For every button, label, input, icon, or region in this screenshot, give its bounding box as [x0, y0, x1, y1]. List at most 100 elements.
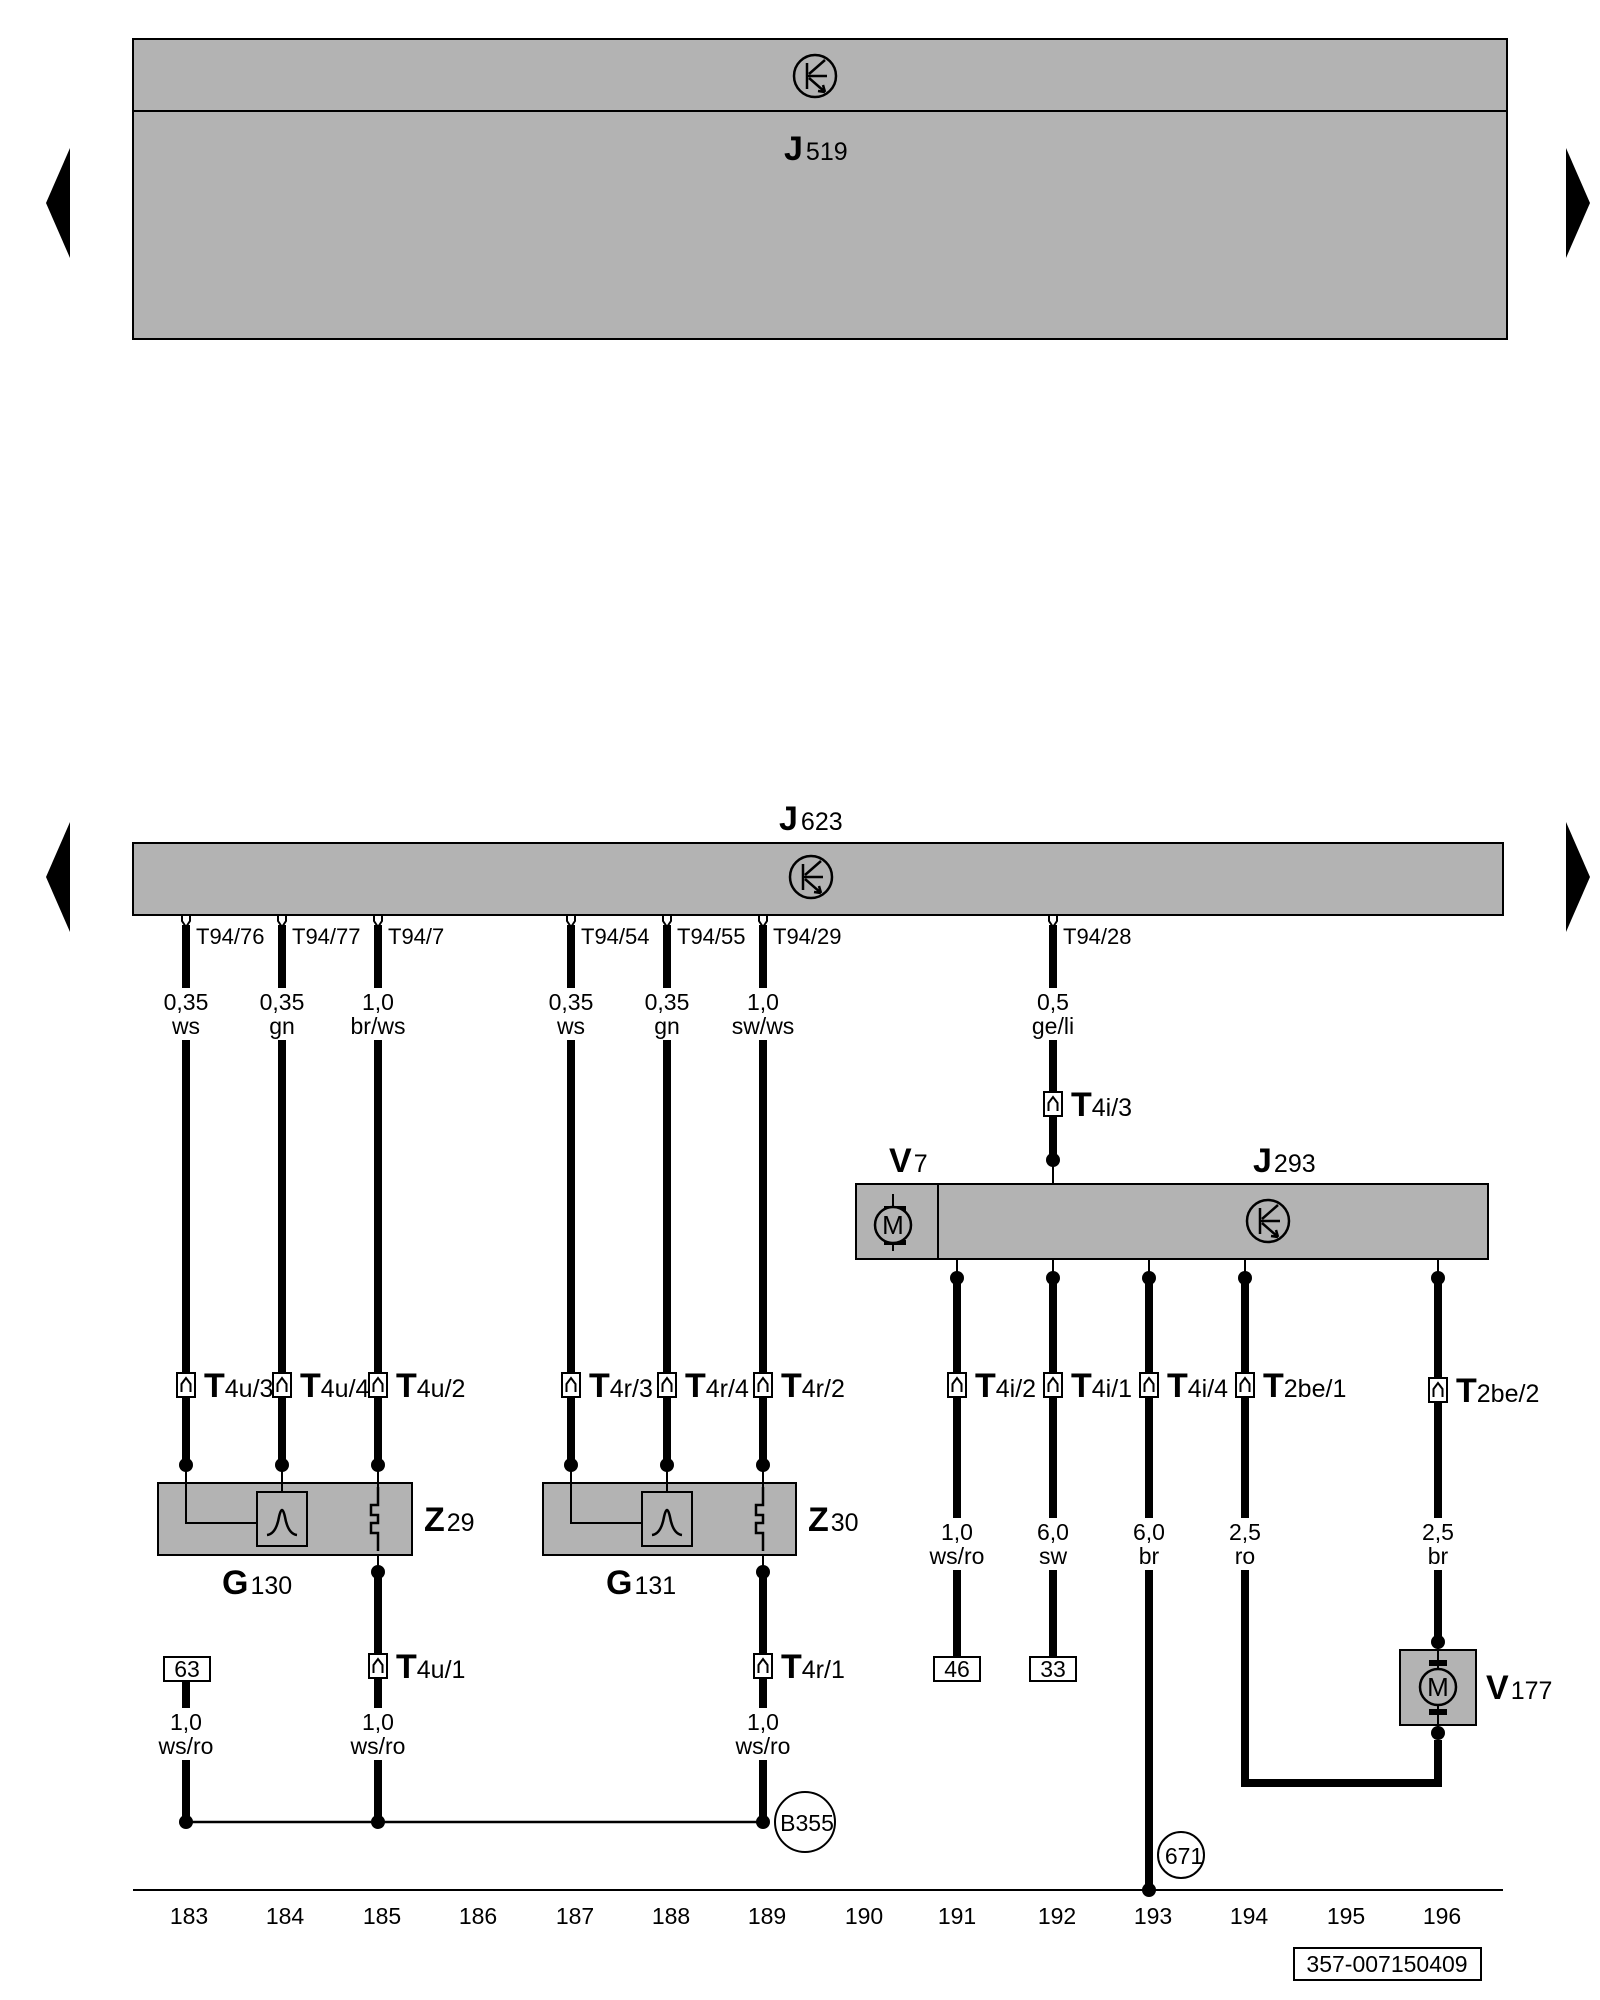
track-number: 184	[266, 1903, 305, 1929]
wire-label-backgrounds-lower	[150, 1518, 1468, 1760]
wire-size-label: 1,0	[941, 1519, 973, 1545]
svg-text:M: M	[1427, 1672, 1449, 1702]
diagram-id: 357-007150409	[1306, 1951, 1467, 1977]
ground-point-b355: B355	[774, 1791, 836, 1853]
page-next-arrow-icon[interactable]	[1566, 822, 1590, 932]
connector-label-t4i4: T4i/4	[1167, 1367, 1228, 1405]
connector-label-t4r4: T4r/4	[685, 1367, 749, 1405]
wire-size-label: 1,0	[747, 1709, 779, 1735]
page-next-arrow-icon[interactable]	[1566, 148, 1590, 258]
wire-size-label: 0,35	[260, 989, 305, 1015]
label-g130: G130	[222, 1564, 292, 1602]
pin-markers-j623	[181, 915, 1058, 929]
wire-color-label: gn	[654, 1013, 680, 1039]
wire-color-label: br	[1139, 1543, 1160, 1569]
pin-label: T94/76	[196, 924, 265, 949]
pin-label: T94/54	[581, 924, 650, 949]
wire-color-label: sw/ws	[732, 1013, 795, 1039]
wire-color-label: ws/ro	[735, 1733, 791, 1759]
pin-label: T94/29	[773, 924, 842, 949]
track-number: 183	[170, 1903, 208, 1929]
wire-size-label: 0,5	[1037, 989, 1069, 1015]
component-g131-z30: Z30 G131	[542, 1465, 859, 1602]
junction-dots-sensors	[179, 1458, 770, 1472]
connector-label-t4r1: T4r/1	[781, 1648, 845, 1686]
junction-dots-j293	[950, 1271, 1445, 1285]
wire-size-label: 0,35	[549, 989, 594, 1015]
wire-group-lower	[182, 1572, 767, 1822]
label-g131: G131	[606, 1564, 676, 1602]
wire-size-label: 0,35	[164, 989, 209, 1015]
wire-group-j293	[953, 1278, 1442, 1890]
track-number: 193	[1134, 1903, 1172, 1929]
wire-color-label: ro	[1235, 1543, 1255, 1569]
wire-size-label: 1,0	[362, 1709, 394, 1735]
wire-color-label: br	[1428, 1543, 1449, 1569]
connector-label-t2be2: T2be/2	[1456, 1372, 1539, 1410]
wire-color-label: ws/ro	[929, 1543, 985, 1569]
svg-text:B355: B355	[780, 1810, 834, 1836]
connector-labels: T4u/3 T4u/4 T4u/2 T4r/3 T4r/4 T4r/2 T4i/…	[204, 1367, 1539, 1410]
page-prev-arrow-icon[interactable]	[46, 822, 70, 932]
track-number: 190	[845, 1903, 883, 1929]
reference-label: 33	[1040, 1656, 1066, 1682]
wire-color-label: ws	[556, 1013, 585, 1039]
pin-label: T94/55	[677, 924, 746, 949]
pin-label: T94/77	[292, 924, 361, 949]
reference-label: 63	[174, 1656, 200, 1682]
connector-label-t4i3: T4i/3	[1071, 1086, 1132, 1124]
connector-icon	[1043, 1091, 1063, 1117]
track-number: 194	[1230, 1903, 1269, 1929]
j293-stubs	[956, 1259, 1439, 1278]
label-j293: J293	[1253, 1142, 1316, 1180]
track-number: 186	[459, 1903, 497, 1929]
wire-size-label: 1,0	[747, 989, 779, 1015]
track-number: 196	[1423, 1903, 1461, 1929]
connector-label-t4i1: T4i/1	[1071, 1367, 1132, 1405]
motor-v177-icon	[1418, 1667, 1458, 1707]
wire-color-label: gn	[269, 1013, 295, 1039]
wire-size-label: 2,5	[1229, 1519, 1261, 1545]
label-z30: Z30	[808, 1501, 859, 1539]
track-number: 195	[1327, 1903, 1365, 1929]
connector-label-t2be1: T2be/1	[1263, 1367, 1346, 1405]
pin-labels-j623: T94/76 T94/77 T94/7 T94/54 T94/55 T94/29…	[196, 924, 1132, 949]
label-z29: Z29	[424, 1501, 475, 1539]
wire-size-label: 0,35	[645, 989, 690, 1015]
wire-color-label: br/ws	[351, 1013, 406, 1039]
wire-color-label: ws	[171, 1013, 200, 1039]
wire-color-label: ws/ro	[158, 1733, 214, 1759]
pin-label: T94/28	[1063, 924, 1132, 949]
wire-label-backgrounds	[160, 988, 1083, 1040]
component-g130-z29: Z29 G130	[157, 1465, 475, 1602]
connector-label-t4i2: T4i/2	[975, 1367, 1036, 1405]
connector-label-t4u3: T4u/3	[204, 1367, 273, 1405]
track-number: 187	[556, 1903, 594, 1929]
wire-size-label: 1,0	[362, 989, 394, 1015]
connector-icon	[368, 1653, 388, 1679]
track-number: 185	[363, 1903, 401, 1929]
svg-text:671: 671	[1165, 1843, 1203, 1869]
wire-labels-upper: 0,35 ws 0,35 gn 1,0 br/ws 0,35 ws 0,35 g…	[164, 989, 1074, 1039]
wire-size-label: 6,0	[1133, 1519, 1165, 1545]
page-prev-arrow-icon[interactable]	[46, 148, 70, 258]
track-number: 188	[652, 1903, 690, 1929]
track-numbers: 183 184 185 186 187 188 189 190 191 192 …	[170, 1903, 1461, 1929]
connector-label-t4u2: T4u/2	[396, 1367, 465, 1405]
wire-size-label: 6,0	[1037, 1519, 1069, 1545]
reference-label: 46	[944, 1656, 970, 1682]
fan-motor-v7-icon: M	[873, 1194, 913, 1251]
track-number: 189	[748, 1903, 786, 1929]
wire-color-label: sw	[1039, 1543, 1068, 1569]
component-v177: M V177	[1399, 1635, 1552, 1740]
track-number: 191	[938, 1903, 976, 1929]
wire-size-label: 2,5	[1422, 1519, 1454, 1545]
connector-label-t4r2: T4r/2	[781, 1367, 845, 1405]
ground-point-671: 671	[1157, 1831, 1205, 1879]
junction-dots-lower	[179, 1565, 1156, 1897]
